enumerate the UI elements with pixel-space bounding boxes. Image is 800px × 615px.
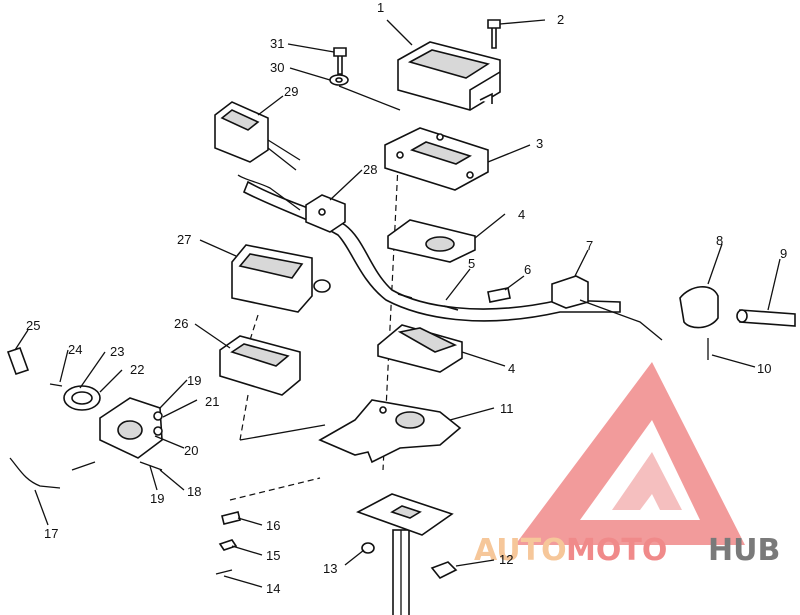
part-bracket-plate: [318, 399, 462, 464]
callout-14: 14: [266, 581, 280, 596]
watermark-triangle-icon: [515, 362, 745, 545]
callout-1: 1: [377, 0, 384, 15]
callout-13: 13: [323, 561, 337, 576]
callout-4a: 4: [518, 207, 525, 222]
callout-27: 27: [177, 232, 191, 247]
callout-6: 6: [524, 262, 531, 277]
callout-15: 15: [266, 548, 280, 563]
callout-16: 16: [266, 518, 280, 533]
part-mounting-plate: [384, 127, 489, 191]
callout-7: 7: [586, 238, 593, 253]
callout-10: 10: [757, 361, 771, 376]
watermark-word-auto: AUTO: [474, 533, 567, 568]
watermark-word-hub: HUB: [708, 533, 780, 568]
callout-23: 23: [110, 344, 124, 359]
callout-29: 29: [284, 84, 298, 99]
callout-19b: 19: [150, 491, 164, 506]
part-top-cover: [397, 41, 501, 111]
callout-20: 20: [184, 443, 198, 458]
part-decal: [487, 287, 511, 303]
part-left-switch: [214, 101, 301, 211]
watermark-inner-triangle-icon: [612, 452, 682, 510]
callout-17: 17: [44, 526, 58, 541]
leader-lines: [14, 19, 781, 588]
callout-11: 11: [500, 401, 514, 416]
callout-19a: 19: [187, 373, 201, 388]
callout-21: 21: [205, 394, 219, 409]
part-speedo-housing: [219, 335, 326, 441]
part-lower-hardware: [215, 477, 458, 580]
callout-3: 3: [536, 136, 543, 151]
part-clamp-lower: [377, 324, 463, 373]
callout-9: 9: [780, 246, 787, 261]
callout-31: 31: [270, 36, 284, 51]
callout-25: 25: [26, 318, 40, 333]
callout-18: 18: [187, 484, 201, 499]
callout-numbers: 1 2 3 4 4 5 6 7 8 9 10 11 12 13 14 15 16…: [26, 0, 787, 596]
callout-4b: 4: [508, 361, 515, 376]
part-handlebar: [242, 180, 621, 322]
callout-28: 28: [363, 162, 377, 177]
part-speedometer: [231, 244, 331, 341]
callout-26: 26: [174, 316, 188, 331]
watermark-word-moto: MOTO: [566, 533, 667, 568]
part-throttle: [551, 275, 796, 360]
watermark-logo: AUTO MOTO HUB: [474, 362, 780, 568]
callout-8: 8: [716, 233, 723, 248]
part-clamp-block: [305, 194, 346, 233]
callout-5: 5: [468, 256, 475, 271]
callout-22: 22: [130, 362, 144, 377]
callout-24: 24: [68, 342, 82, 357]
part-clamp-upper: [387, 219, 476, 263]
callout-2: 2: [557, 12, 564, 27]
callout-30: 30: [270, 60, 284, 75]
callout-12: 12: [499, 552, 513, 567]
